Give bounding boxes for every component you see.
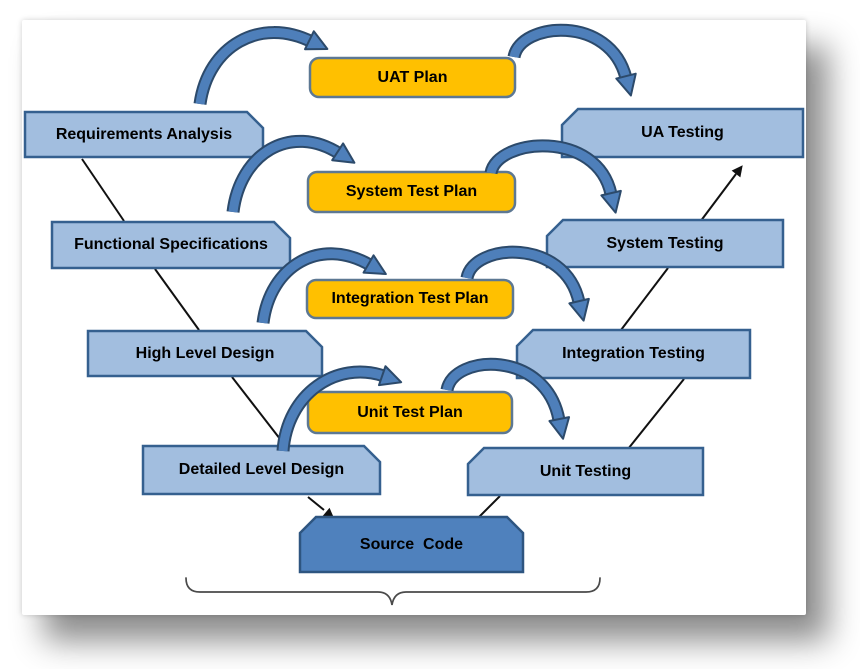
curved-arrow-func-to-system-plan: [226, 134, 356, 213]
box-unit-testing-shape: [466, 446, 705, 497]
plan-integration-test-shape: [305, 278, 515, 320]
box-high-level-design-shape: [86, 329, 324, 378]
connector-dld-to-source: [307, 496, 325, 511]
connector-func-to-hld: [154, 268, 200, 331]
connector-req-to-func: [81, 158, 125, 222]
plan-unit-test-shape: [306, 390, 514, 435]
box-source-code-shape: [298, 515, 525, 574]
curved-arrow-hld-to-integration-plan: [256, 247, 387, 324]
box-detailed-level-design-shape: [141, 444, 382, 496]
connector-source-to-unit: [478, 495, 501, 518]
curved-arrow-unit-plan-to-unit-testing: [440, 357, 571, 440]
box-system-testing-shape: [545, 218, 785, 269]
curved-arrow-dld-to-unit-plan: [276, 365, 403, 452]
box-ua-testing-shape: [560, 107, 805, 159]
connector-integration-to-system: [620, 267, 669, 331]
plan-system-test-shape: [306, 170, 517, 214]
curved-arrow-req-to-uat-plan: [193, 26, 329, 106]
plan-uat-shape: [308, 56, 517, 99]
box-integration-testing-shape: [515, 328, 752, 380]
curved-arrow-integration-plan-to-integration-testing: [460, 245, 590, 322]
box-functional-specifications-shape: [50, 220, 292, 270]
connector-hld-to-dld: [231, 376, 288, 449]
connector-unit-to-integration: [627, 378, 685, 450]
connector-lines: [81, 158, 743, 520]
curved-arrow-system-plan-to-system-testing: [484, 139, 622, 214]
curved-arrow-uat-plan-to-ua-testing: [507, 23, 637, 97]
box-requirements-analysis-shape: [23, 110, 265, 159]
bottom-brace: [185, 577, 601, 606]
connector-system-to-ua: [699, 173, 737, 223]
connector-arrowhead-ua: [731, 165, 743, 178]
